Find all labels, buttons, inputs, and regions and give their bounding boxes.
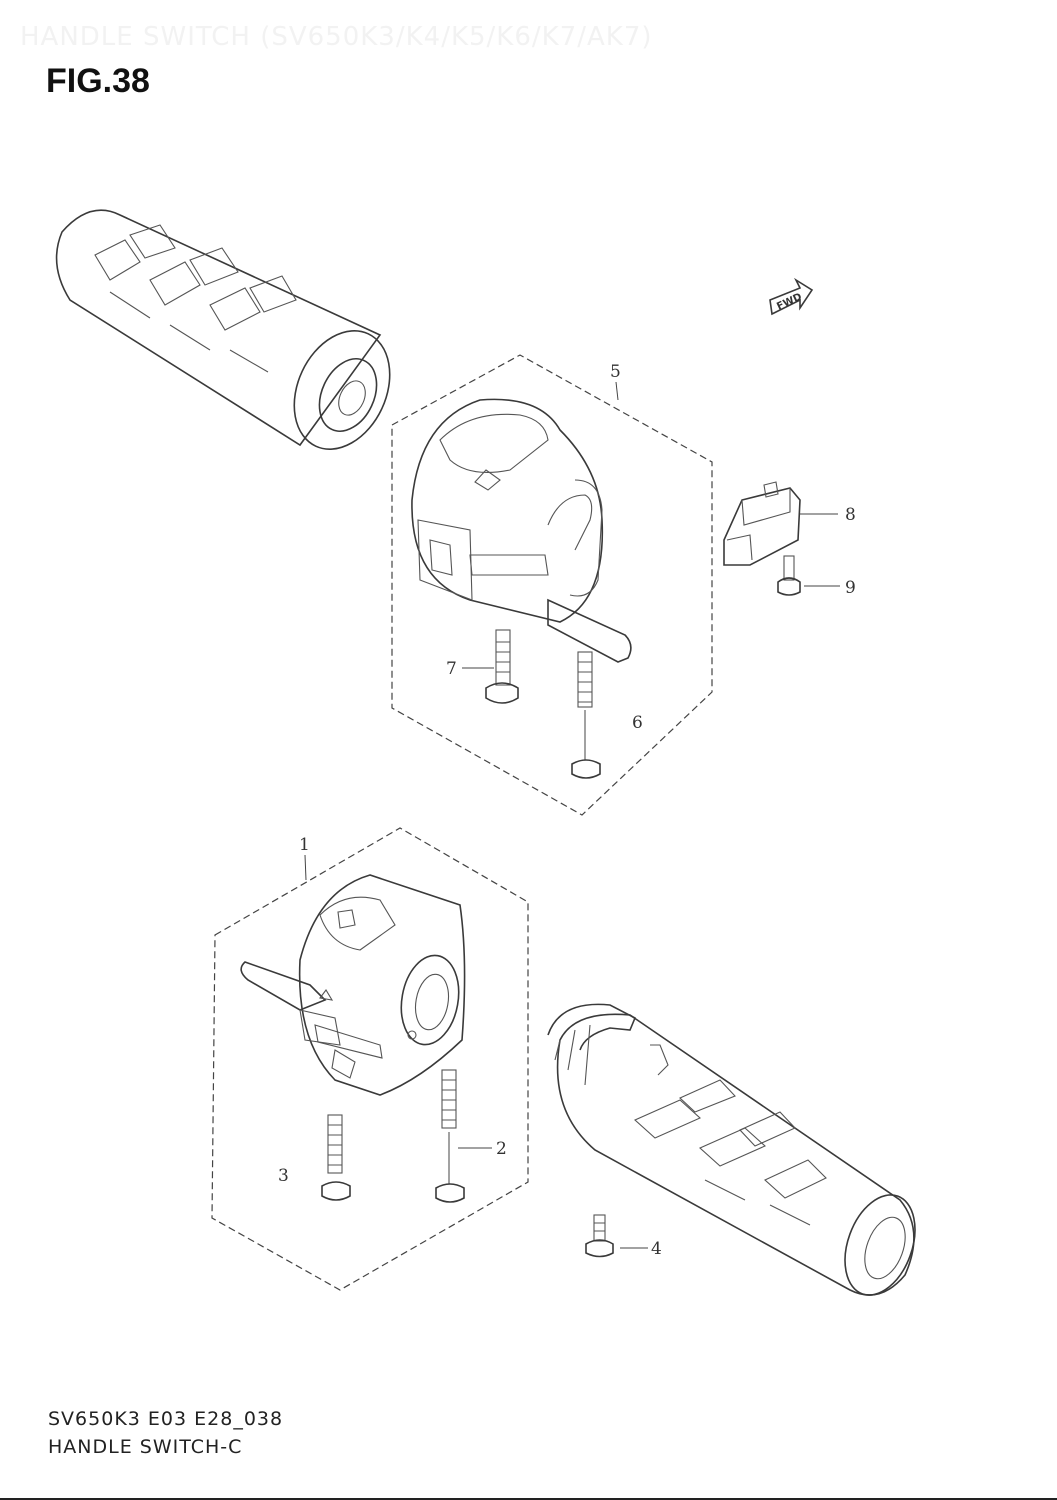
screw-6 <box>571 651 601 779</box>
bottom-border-line <box>0 1498 1057 1500</box>
callout-2: 2 <box>496 1139 507 1159</box>
screw-3 <box>321 1114 351 1201</box>
callout-7: 7 <box>446 659 457 679</box>
callout-labels: 5 8 9 7 6 1 2 3 4 <box>278 362 856 1259</box>
screw-4 <box>585 1214 614 1258</box>
left-switch-housing <box>240 874 466 1096</box>
screw-2 <box>435 1069 465 1203</box>
footer-diagram-code: SV650K3 E03 E28_038 <box>48 1408 284 1430</box>
callout-3: 3 <box>278 1166 289 1186</box>
leader-lines <box>304 381 840 1249</box>
figure-number: FIG.38 <box>46 62 150 100</box>
part-9-screw <box>777 555 801 596</box>
callout-5: 5 <box>610 362 621 382</box>
screw-7 <box>485 629 519 704</box>
right-throttle-grip <box>547 1003 916 1296</box>
fwd-arrow-badge: FWD <box>769 277 814 316</box>
part-8-switch <box>723 481 801 566</box>
assembly-box-lower <box>211 827 529 1291</box>
callout-8: 8 <box>845 505 856 525</box>
callout-9: 9 <box>845 578 856 598</box>
footer-diagram-name: HANDLE SWITCH-C <box>48 1436 243 1458</box>
callout-6: 6 <box>632 713 643 733</box>
right-switch-housing <box>411 398 632 663</box>
callout-1: 1 <box>299 835 310 855</box>
callout-4: 4 <box>651 1239 662 1259</box>
page-header-title: HANDLE SWITCH (SV650K3/K4/K5/K6/K7/AK7) <box>20 22 653 52</box>
assembly-box-upper <box>391 354 713 816</box>
left-grip <box>55 209 391 450</box>
